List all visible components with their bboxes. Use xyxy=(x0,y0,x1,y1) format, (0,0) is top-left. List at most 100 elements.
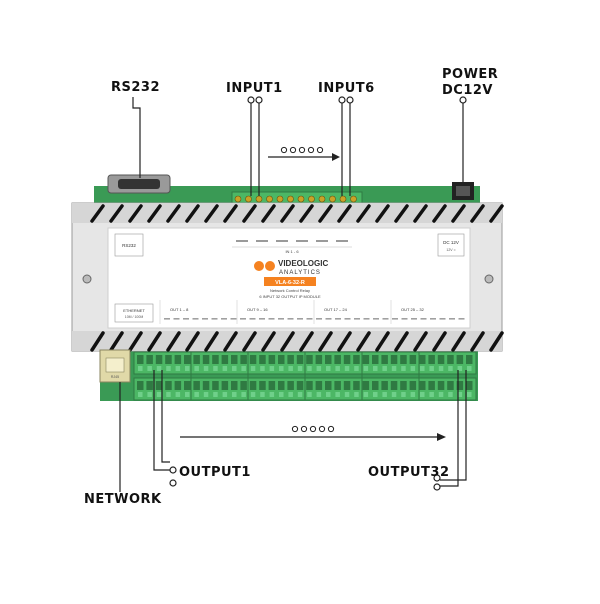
terminal-screw xyxy=(410,392,416,397)
input-pin-label xyxy=(296,240,308,242)
terminal-screw xyxy=(269,392,275,397)
output1-wire-a xyxy=(153,370,170,471)
terminal-screw xyxy=(401,366,406,371)
output-pin-label xyxy=(259,318,265,320)
terminal-slot xyxy=(202,355,210,364)
callout-output32: OUTPUT32 xyxy=(368,465,450,480)
output-pin-labels xyxy=(164,318,465,320)
ellipsis-dot xyxy=(316,146,324,154)
terminal-screw xyxy=(410,366,416,371)
terminal-slot xyxy=(334,355,341,364)
terminal-slot xyxy=(325,381,332,390)
terminal-screw xyxy=(448,366,453,371)
bottom-vent-slots xyxy=(90,331,504,352)
rs232-leader xyxy=(132,97,141,178)
model-badge xyxy=(264,277,316,286)
terminal-slot xyxy=(409,355,417,364)
vent-slot xyxy=(280,331,295,352)
vent-slot xyxy=(223,204,238,223)
terminal-screw xyxy=(175,392,181,397)
vent-slot xyxy=(166,204,181,223)
vent-slot xyxy=(432,331,447,352)
logo-dot-orange xyxy=(254,261,264,271)
vent-slot xyxy=(394,204,409,223)
terminal-screw xyxy=(457,366,463,371)
output-pin-label xyxy=(211,318,218,320)
terminal-slot xyxy=(249,381,257,390)
terminal-screw xyxy=(354,366,359,371)
terminal-slot xyxy=(174,355,182,364)
vent-slot xyxy=(470,204,485,223)
terminal-slot xyxy=(306,355,313,364)
vent-slot xyxy=(299,331,314,352)
output-pin-label xyxy=(430,318,436,320)
terminal-screw xyxy=(326,392,331,397)
vent-slot xyxy=(451,204,466,223)
terminal-screw xyxy=(147,392,152,397)
terminal-slot xyxy=(202,381,210,390)
output-pin-label xyxy=(173,318,180,320)
input-pin-label xyxy=(276,240,288,242)
terminal-screw xyxy=(222,366,228,371)
terminal-screw xyxy=(175,366,181,371)
terminal-screw xyxy=(448,392,453,397)
terminal-screw xyxy=(429,392,434,397)
terminal-slot xyxy=(409,381,417,390)
ellipsis-dot xyxy=(307,146,315,154)
terminal-screw xyxy=(241,392,246,397)
callout-input6: INPUT6 xyxy=(318,81,375,96)
terminal-screw xyxy=(185,366,190,371)
ellipsis-dot xyxy=(318,425,326,433)
terminal-screw xyxy=(260,366,265,371)
output-pin-label xyxy=(316,318,322,320)
terminal-slot xyxy=(184,381,191,390)
callout-output1: OUTPUT1 xyxy=(179,465,251,480)
vent-slot xyxy=(204,331,219,352)
terminal-screw xyxy=(232,366,237,371)
terminal-slot xyxy=(334,381,341,390)
ellipsis-dot xyxy=(300,425,308,433)
terminal-slot xyxy=(287,355,294,364)
output-pin-label xyxy=(411,318,417,320)
output-pin-label xyxy=(268,318,275,320)
terminal-screw xyxy=(234,195,242,203)
terminal-slot xyxy=(437,381,445,390)
ellipsis-dot xyxy=(309,425,317,433)
output-pin-label xyxy=(449,318,455,320)
output-pin-label xyxy=(297,318,303,320)
db9-connector xyxy=(107,174,171,194)
output-pin-label xyxy=(420,318,427,320)
callout-dc12v: DC12V xyxy=(442,83,493,98)
terminal-slot xyxy=(353,381,360,390)
vent-slot xyxy=(261,331,276,352)
ellipsis-dot xyxy=(280,146,288,154)
terminal-slot xyxy=(466,355,473,364)
product-line-2: 6 INPUT 32 OUTPUT IP MODULE xyxy=(259,294,321,299)
terminal-screw xyxy=(269,366,275,371)
output-pin-label xyxy=(458,318,465,320)
terminal-slot xyxy=(372,381,379,390)
terminal-slot xyxy=(362,381,370,390)
mount-hole-right xyxy=(484,274,494,284)
terminal-screw xyxy=(326,366,331,371)
vent-slot xyxy=(394,331,409,352)
vent-slot xyxy=(90,331,105,352)
brand-name-bottom: ANALYTICS xyxy=(279,270,321,276)
terminal-screw xyxy=(318,195,326,203)
output-terminal-blocks xyxy=(133,351,477,401)
output-pin-label xyxy=(278,318,284,320)
output-group-label: OUT 9 – 16 xyxy=(247,307,268,312)
terminal-screw xyxy=(391,392,397,397)
terminal-screw xyxy=(457,392,463,397)
terminal-slot xyxy=(296,381,304,390)
terminal-slot xyxy=(381,381,388,390)
terminal-screw xyxy=(391,366,397,371)
terminal-screw xyxy=(297,366,303,371)
terminal-screw xyxy=(420,392,425,397)
terminal-slot xyxy=(400,355,407,364)
input-arrow-head xyxy=(332,153,340,161)
dc-panel-label: DC 12V xyxy=(443,240,459,245)
vent-slot xyxy=(109,204,124,223)
terminal-screw xyxy=(297,195,305,203)
